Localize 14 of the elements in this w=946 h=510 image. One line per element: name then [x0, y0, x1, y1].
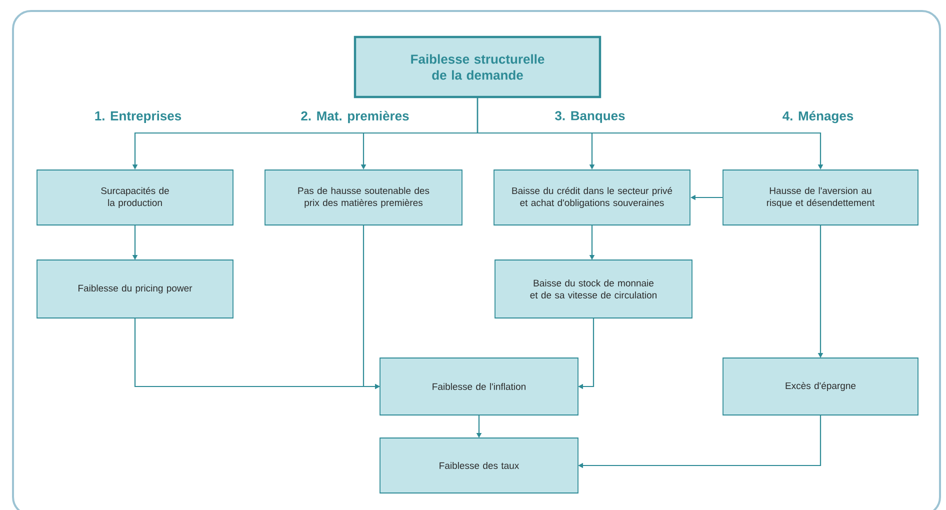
category-heading: 3. Banques [555, 111, 625, 123]
process-box: Baisse du stock de monnaie et de sa vitesse de circulation [494, 260, 692, 318]
process-box: Surcapacités de la production [36, 170, 234, 226]
process-box: Baisse du crédit dans le secteur privé et achat d'obligations souveraines [494, 170, 690, 226]
category-heading: 4. Ménages [782, 110, 854, 124]
process-box: Hausse de l'aversion au risque et désendettement [722, 170, 918, 226]
title-box: Faiblesse structurelle de la demande [354, 36, 602, 98]
process-box: Faiblesse de l'inflation [380, 358, 578, 416]
category-heading: 1. Entreprises [95, 110, 182, 124]
process-box: Faiblesse des taux [380, 438, 578, 494]
category-heading: 2. Mat. premières [301, 110, 409, 124]
process-box: Pas de hausse soutenable des prix des matières premières [264, 170, 462, 226]
process-box: Faiblesse du pricing power [36, 260, 234, 318]
process-box: Excès d'épargne [722, 358, 918, 416]
